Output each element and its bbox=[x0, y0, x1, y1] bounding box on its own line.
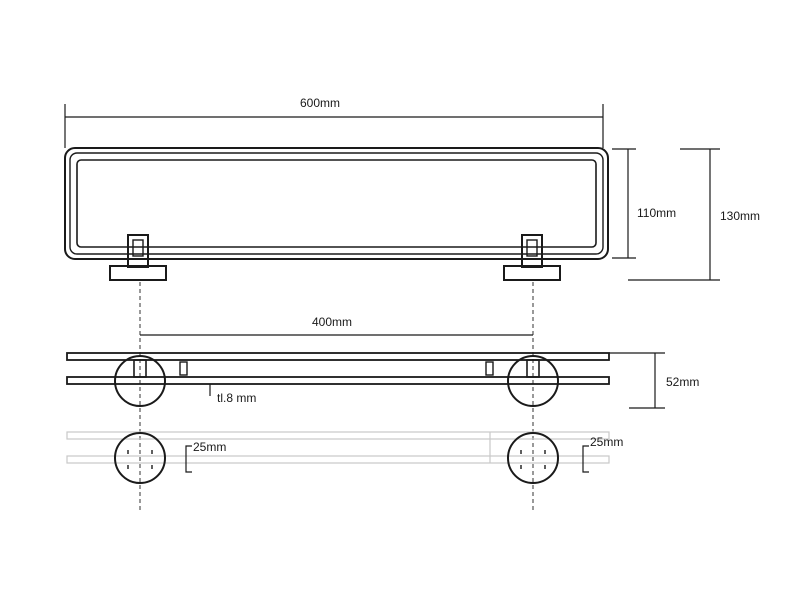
dim-total-height: 130mm bbox=[628, 148, 760, 281]
dim-depth: 52mm bbox=[609, 352, 699, 409]
top-view: tl.8 mm 52mm bbox=[66, 352, 699, 409]
total-height-label: 130mm bbox=[720, 209, 760, 223]
frame-mid bbox=[69, 152, 604, 255]
left-bracket bbox=[109, 234, 167, 281]
depth-label: 52mm bbox=[666, 375, 699, 389]
right-bracket-base bbox=[507, 355, 559, 407]
bracket-spacing-label: 400mm bbox=[312, 315, 352, 329]
front-view: 600mm 110mm 130mm bbox=[64, 96, 760, 281]
right-fixing-disc bbox=[507, 432, 559, 484]
frame-inner bbox=[76, 159, 597, 248]
bracket-diameter-right-label: 25mm bbox=[590, 435, 623, 449]
glass-shelf-top-edge bbox=[66, 352, 610, 361]
left-fixing-disc bbox=[114, 432, 166, 484]
dim-overall-length: 600mm bbox=[64, 96, 604, 148]
dim-bracket-diameter-right: 25mm bbox=[582, 435, 623, 473]
dim-bracket-diameter-left: 25mm bbox=[185, 440, 226, 473]
dim-frame-height: 110mm bbox=[612, 148, 676, 259]
left-bracket-base bbox=[114, 355, 166, 407]
frame-height-label: 110mm bbox=[637, 206, 676, 220]
overall-length-label: 600mm bbox=[300, 96, 340, 110]
bracket-diameter-left-label: 25mm bbox=[193, 440, 226, 454]
right-bracket bbox=[503, 234, 561, 281]
glass-thickness-label: tl.8 mm bbox=[217, 391, 256, 405]
dim-bracket-spacing: 400mm bbox=[140, 315, 533, 336]
fixing-view: 25mm 25mm bbox=[66, 431, 623, 484]
glass-shelf-bottom-edge bbox=[66, 376, 610, 385]
frame-outer bbox=[64, 147, 609, 260]
